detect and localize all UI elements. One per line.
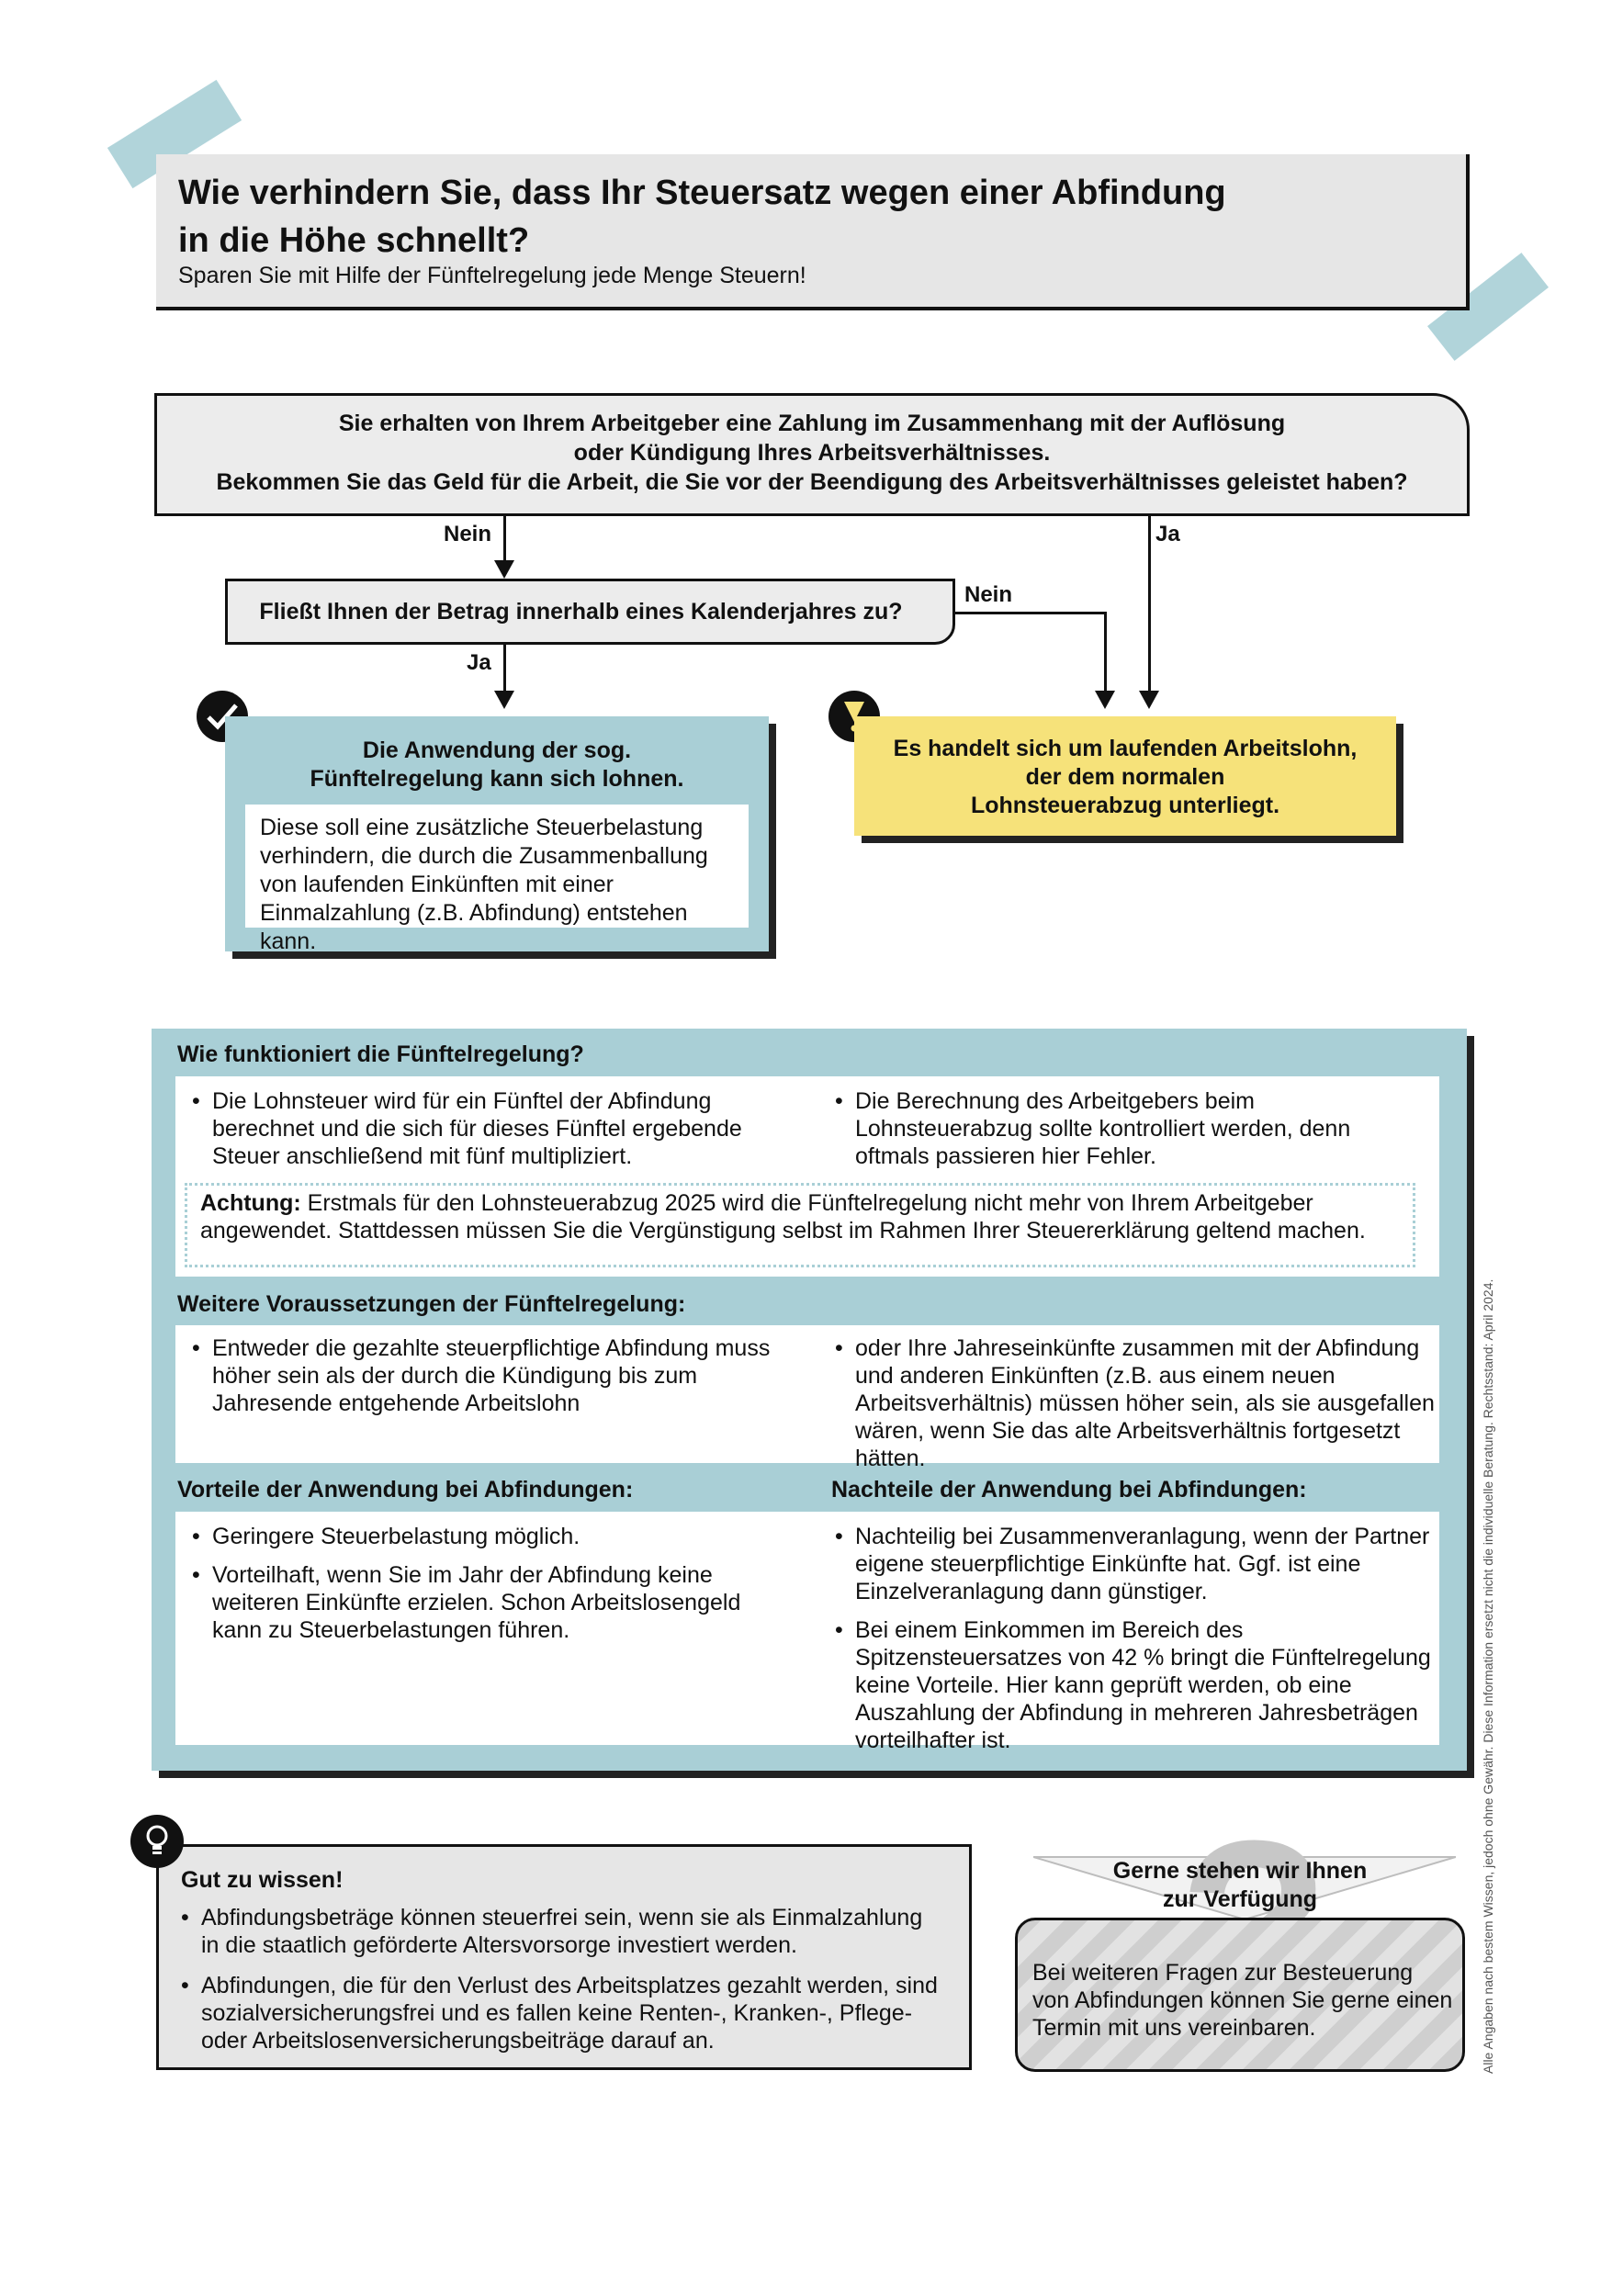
how-right-item: Die Berechnung des Arbeitgebers beim Loh… — [835, 1087, 1425, 1170]
connector — [1104, 612, 1107, 694]
result-positive-text: Diese soll eine zusätzliche Steuerbelast… — [245, 805, 749, 954]
how-left-item: Die Lohnsteuer wird für ein Fünftel der … — [192, 1087, 814, 1170]
pro-item-1: Geringere Steuerbelastung möglich. — [192, 1523, 800, 1550]
requirements-box: Entweder die gezahlte steuerpflichtige A… — [175, 1325, 1439, 1471]
tip-item-2: Abfindungen, die für den Verlust des Arb… — [181, 1972, 964, 2054]
pros-cons-box: Geringere Steuerbelastung möglich. Vorte… — [175, 1512, 1439, 1753]
question-box-2: Fließt Ihnen der Betrag innerhalb eines … — [225, 579, 955, 645]
how-box: Die Lohnsteuer wird für ein Fünftel der … — [175, 1076, 1439, 1277]
label-ja-1: Ja — [1155, 522, 1180, 546]
contact-heading-line1: Gerne stehen wir Ihnen — [1112, 1858, 1368, 1884]
label-ja-2: Ja — [467, 650, 491, 675]
attention-text: Erstmals für den Lohnsteuerabzug 2025 wi… — [200, 1190, 1366, 1244]
result-positive-title-line2: Fünftelregelung kann sich lohnen. — [310, 766, 684, 792]
contact-heading-line2: zur Verfügung — [1162, 1886, 1318, 1912]
arrow-down — [494, 691, 514, 709]
arrow-down — [1139, 691, 1159, 709]
req-right-item: oder Ihre Jahreseinkünfte zusammen mit d… — [835, 1334, 1443, 1472]
lightbulb-icon — [130, 1815, 184, 1868]
req-left-item: Entweder die gezahlte steuerpflichtige A… — [192, 1334, 800, 1417]
title-line-1: Wie verhindern Sie, dass Ihr Steuersatz … — [178, 174, 1226, 212]
page-subtitle: Sparen Sie mit Hilfe der Fünftelregelung… — [178, 263, 806, 288]
tips-heading: Gut zu wissen! — [181, 1867, 344, 1893]
pro-item-2: Vorteilhaft, wenn Sie im Jahr der Abfind… — [192, 1561, 782, 1644]
connector — [503, 516, 506, 564]
question-box-1: Sie erhalten von Ihrem Arbeitgeber eine … — [154, 393, 1470, 516]
result-positive-title: Die Anwendung der sog. Fünftelregelung k… — [225, 737, 769, 793]
label-nein-1: Nein — [444, 522, 492, 546]
con-item-2: Bei einem Einkommen im Bereich des Spitz… — [835, 1616, 1443, 1754]
section-heading-pros: Vorteile der Anwendung bei Abfindungen: — [177, 1477, 634, 1503]
result-positive-title-line1: Die Anwendung der sog. — [362, 737, 632, 763]
result-negative-line1: Es handelt sich um laufenden Arbeitslohn… — [893, 736, 1358, 761]
contact-heading: Gerne stehen wir Ihnen zur Verfügung — [1084, 1857, 1396, 1914]
question1-line2: oder Kündigung Ihres Arbeitsverhältnisse… — [573, 440, 1051, 466]
con-item-1: Nachteilig bei Zusammenveranlagung, wenn… — [835, 1523, 1443, 1605]
question1-line3: Bekommen Sie das Geld für die Arbeit, di… — [216, 469, 1408, 495]
disclaimer-text: Alle Angaben nach bestem Wissen, jedoch … — [1481, 1278, 1495, 2074]
question1-line1: Sie erhalten von Ihrem Arbeitgeber eine … — [338, 411, 1286, 436]
result-negative-line2: der dem normalen — [1025, 764, 1225, 790]
result-negative-box: Es handelt sich um laufenden Arbeitslohn… — [854, 716, 1396, 836]
section-heading-how: Wie funktioniert die Fünftelregelung? — [177, 1041, 584, 1067]
attention-label: Achtung: — [200, 1190, 301, 1216]
connector — [503, 645, 506, 692]
connector — [955, 612, 1106, 614]
result-positive-box: Die Anwendung der sog. Fünftelregelung k… — [225, 716, 769, 954]
arrow-down — [494, 560, 514, 579]
section-heading-requirements: Weitere Voraussetzungen der Fünftelregel… — [177, 1291, 686, 1317]
attention-note: Achtung: Erstmals für den Lohnsteuerabzu… — [185, 1183, 1415, 1267]
connector — [1148, 516, 1151, 694]
tip-item-1: Abfindungsbeträge können steuerfrei sein… — [181, 1904, 945, 1959]
contact-box: Bei weiteren Fragen zur Besteuerung von … — [1015, 1918, 1465, 2072]
contact-envelope-flap — [1033, 1856, 1456, 1921]
page-header: Wie verhindern Sie, dass Ihr Steuersatz … — [156, 154, 1470, 310]
info-section: Wie funktioniert die Fünftelregelung? Di… — [152, 1029, 1467, 1771]
title-line-2: in die Höhe schnellt? — [178, 221, 530, 260]
tips-box: Gut zu wissen! Abfindungsbeträge können … — [156, 1844, 972, 2070]
label-nein-2: Nein — [964, 582, 1013, 607]
result-negative-line3: Lohnsteuerabzug unterliegt. — [970, 793, 1280, 818]
section-heading-cons: Nachteile der Anwendung bei Abfindungen: — [831, 1477, 1307, 1503]
arrow-down — [1095, 691, 1115, 709]
page-title: Wie verhindern Sie, dass Ihr Steuersatz … — [178, 169, 1372, 264]
contact-text: Bei weiteren Fragen zur Besteuerung von … — [1032, 1960, 1453, 2041]
